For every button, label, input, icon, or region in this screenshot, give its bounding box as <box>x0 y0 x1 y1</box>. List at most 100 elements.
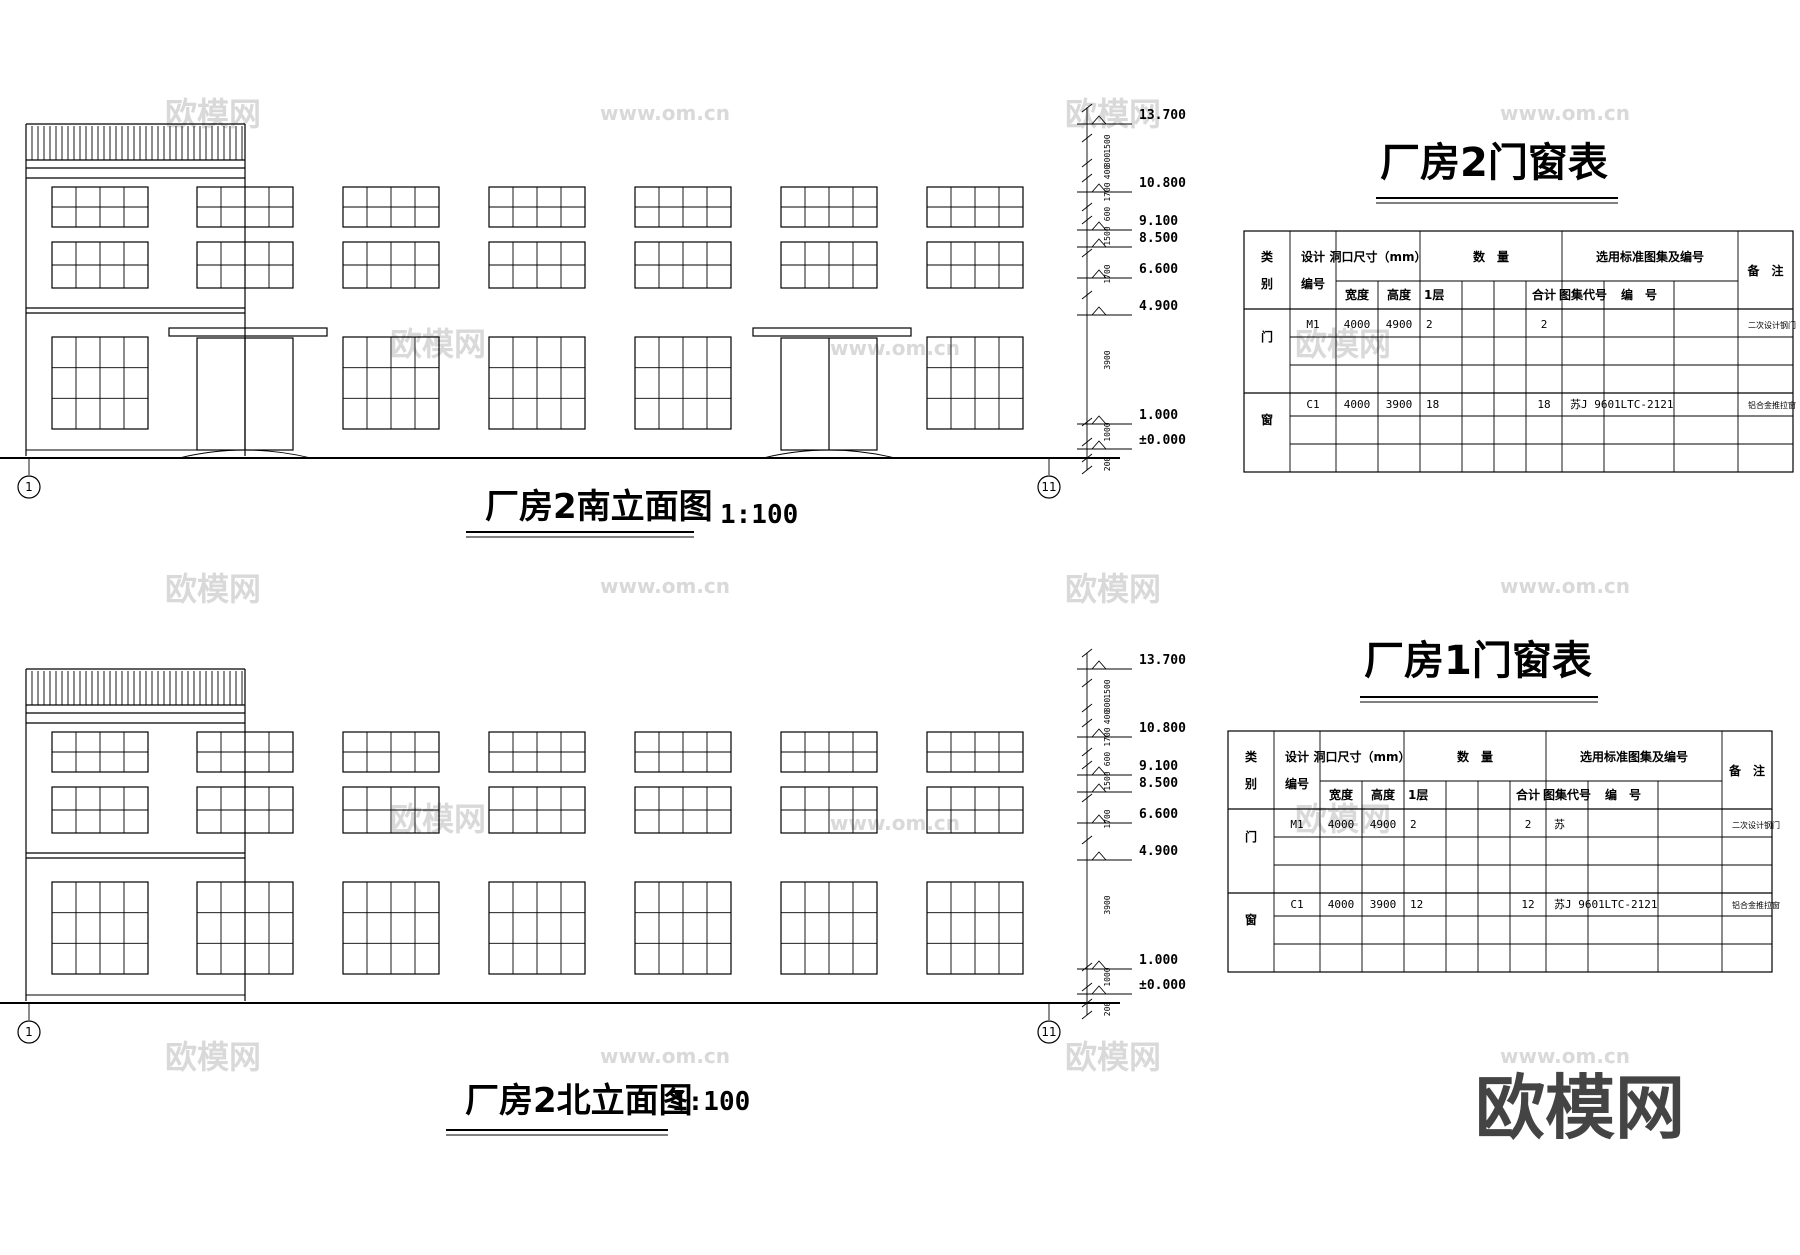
dimension-tick <box>1081 465 1093 475</box>
header-code: 编 号 <box>1620 287 1657 302</box>
header-category: 别 <box>1260 277 1273 291</box>
dimension-value: 1500 <box>1103 771 1112 790</box>
dimension-value: 1000 <box>1103 422 1112 441</box>
dimension-value: 1500 <box>1103 679 1112 698</box>
category-window: 窗 <box>1261 412 1273 427</box>
upper-window <box>634 186 732 228</box>
cell-total: 2 <box>1525 818 1532 831</box>
south-elevation-scale: 1:100 <box>720 500 798 530</box>
table-border <box>1243 230 1794 473</box>
cell-remark: 二次设计钢门 <box>1748 320 1796 330</box>
table-border <box>1227 730 1773 973</box>
header-standard: 选用标准图集及编号 <box>1580 749 1688 764</box>
elevation-triangle <box>1091 814 1107 824</box>
door <box>168 327 328 459</box>
lower-window <box>488 336 586 430</box>
dimension-tick <box>1081 835 1093 845</box>
header-height: 高度 <box>1387 287 1412 302</box>
dimension-tick <box>1081 760 1093 770</box>
elevation-value: 13.700 <box>1139 108 1186 123</box>
cell-design-no: C1 <box>1290 898 1303 911</box>
axis-label: 1 <box>25 480 33 494</box>
upper-window <box>780 731 878 773</box>
lower-window <box>51 881 149 975</box>
dimension-tick <box>1081 648 1093 658</box>
elevation-value: 9.100 <box>1139 214 1178 229</box>
elevation-triangle <box>1091 851 1107 861</box>
elevation-triangle <box>1091 306 1107 316</box>
watermark-url: www.om.cn <box>600 101 730 125</box>
door <box>752 327 912 459</box>
cell-width: 4000 <box>1328 818 1355 831</box>
cell-height: 4900 <box>1370 818 1397 831</box>
elevation-triangle <box>1091 115 1107 125</box>
elevation-value: 1.000 <box>1139 408 1178 423</box>
header-quantity: 数 量 <box>1473 249 1509 264</box>
cell-atlas: 苏J 9601 <box>1570 398 1621 411</box>
elevation-triangle <box>1091 660 1107 670</box>
dimension-value: 3900 <box>1103 895 1112 914</box>
lower-window <box>342 881 440 975</box>
dimension-tick <box>1081 703 1093 713</box>
dimension-tick <box>1081 133 1093 143</box>
cell-atlas: 苏J 9601 <box>1554 898 1605 911</box>
upper-window <box>51 241 149 289</box>
elevation-triangle <box>1091 415 1107 425</box>
header-atlas: 图集代号 <box>1559 287 1607 302</box>
upper-window <box>634 786 732 834</box>
watermark-brand: 欧模网 <box>1065 95 1161 133</box>
header-design-no: 编号 <box>1300 276 1325 291</box>
cell-code: LTC-2121 <box>1621 398 1674 411</box>
upper-window <box>196 241 294 289</box>
watermark-brand: 欧模网 <box>390 800 486 838</box>
north-elevation-scale: 1:100 <box>672 1087 750 1117</box>
axis-label: 1 <box>25 1025 33 1039</box>
header-opening: 洞口尺寸（mm） <box>1329 249 1426 264</box>
header-atlas: 图集代号 <box>1543 787 1591 802</box>
elevation-value: ±0.000 <box>1139 433 1186 448</box>
header-category: 类 <box>1245 749 1258 764</box>
watermark-url: www.om.cn <box>830 336 960 360</box>
elevation-marker: 4.900 <box>1077 299 1178 316</box>
south-elevation-title: 厂房2南立面图 <box>485 487 713 527</box>
upper-window <box>342 186 440 228</box>
category-door: 门 <box>1245 829 1257 844</box>
header-height: 高度 <box>1371 787 1396 802</box>
dimension-value: 800 <box>1103 153 1112 168</box>
cell-width: 4000 <box>1344 398 1371 411</box>
elevation-marker: 9.100 <box>1077 759 1178 776</box>
elevation-triangle <box>1091 960 1107 970</box>
header-quantity: 数 量 <box>1457 749 1493 764</box>
north-elevation-title: 厂房2北立面图 <box>465 1081 693 1121</box>
upper-window <box>51 786 149 834</box>
elevation-marker: 4.900 <box>1077 844 1178 861</box>
header-code: 编 号 <box>1604 787 1641 802</box>
dimension-value: 1700 <box>1103 264 1112 283</box>
axis-bubble <box>1037 475 1061 499</box>
header-remark: 备 注 <box>1746 263 1783 278</box>
cell-remark: 二次设计钢门 <box>1732 820 1780 830</box>
watermark-url: www.om.cn <box>1500 574 1630 598</box>
elevation-triangle <box>1091 221 1107 231</box>
cell-total: 12 <box>1521 898 1534 911</box>
elevation-value: 8.500 <box>1139 776 1178 791</box>
table1-title: 厂房1门窗表 <box>1364 638 1592 684</box>
door-ramp <box>178 449 312 459</box>
dimension-tick <box>1081 248 1093 258</box>
elevation-marker: 1.000 <box>1077 953 1178 970</box>
elevation-marker: 1.000 <box>1077 408 1178 425</box>
dimension-tick <box>1081 718 1093 728</box>
header-standard: 选用标准图集及编号 <box>1596 249 1704 264</box>
upper-window <box>634 731 732 773</box>
upper-window <box>51 731 149 773</box>
elevation-value: 1.000 <box>1139 953 1178 968</box>
upper-window <box>488 241 586 289</box>
elevation-marker: 10.800 <box>1077 176 1186 193</box>
header-total: 合计 <box>1532 287 1556 302</box>
header-design-no: 编号 <box>1284 776 1309 791</box>
elevation-triangle <box>1091 985 1107 995</box>
watermark-url: www.om.cn <box>600 1044 730 1068</box>
